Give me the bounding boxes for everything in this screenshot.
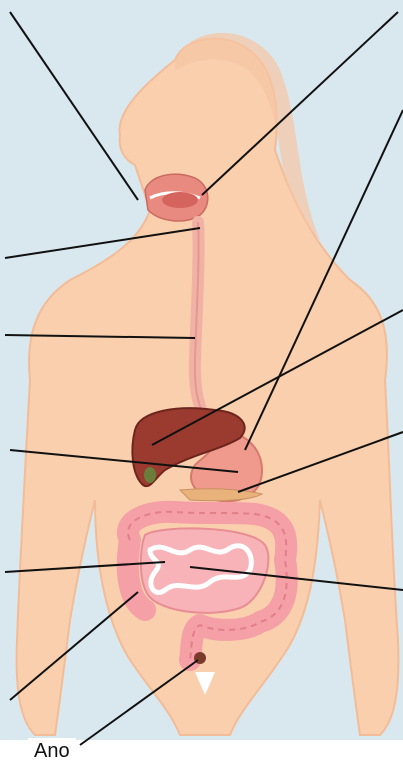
anus-label: Ano <box>28 738 76 765</box>
mouth <box>145 174 208 221</box>
tongue <box>162 192 198 208</box>
gallbladder <box>144 467 156 483</box>
small-intestine <box>141 528 269 612</box>
